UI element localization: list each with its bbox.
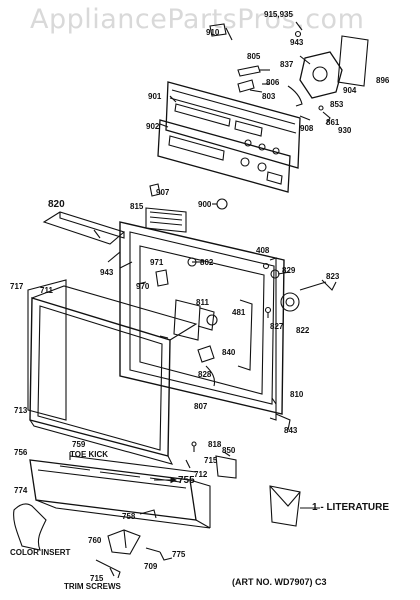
part-label-711: 711 — [40, 286, 53, 295]
part-label-806: 806 — [266, 78, 280, 87]
part-label-760: 760 — [88, 536, 102, 545]
part-label-811: 811 — [196, 298, 209, 307]
part-label-910: 910 — [206, 28, 220, 37]
literature-caption: 1 - LITERATURE — [312, 502, 390, 513]
part-label-709: 709 — [144, 562, 158, 571]
literature-envelope — [269, 485, 320, 527]
part-label-827: 827 — [270, 322, 284, 331]
part-label-823: 823 — [326, 272, 340, 281]
part-label-861: 861 — [326, 118, 340, 127]
part-label-805: 805 — [247, 52, 261, 61]
part-label-915-935: 915,935 — [264, 10, 293, 19]
part-label-850: 850 — [222, 446, 236, 455]
part-label-807: 807 — [194, 402, 208, 411]
part-label-481: 481 — [232, 308, 246, 317]
part-label-802: 802 — [200, 258, 214, 267]
part-label-755: 755 — [178, 475, 195, 486]
art-number-caption: (ART NO. WD7907) C3 — [232, 577, 327, 587]
part-label-715-mid: 715 — [204, 456, 218, 465]
part-label-803: 803 — [262, 92, 276, 101]
part-label-818: 818 — [208, 440, 222, 449]
part-label-904: 904 — [343, 86, 357, 95]
watermark: AppliancePartsPros.com — [30, 4, 365, 35]
part-label-900: 900 — [198, 200, 212, 209]
part-label-943-mid: 943 — [100, 268, 114, 277]
part-label-815: 815 — [130, 202, 144, 211]
part-label-901: 901 — [148, 92, 162, 101]
trim-strip — [42, 183, 228, 285]
part-label-843: 843 — [284, 426, 298, 435]
part-label-820: 820 — [48, 199, 65, 210]
part-label-759: 759 — [72, 440, 86, 449]
color-insert-panel — [13, 503, 47, 551]
outer-door-panel — [27, 279, 198, 465]
part-label-756: 756 — [14, 448, 28, 457]
trim-screws-caption: TRIM SCREWS — [64, 582, 121, 591]
part-label-774: 774 — [14, 486, 28, 495]
part-label-717: 717 — [10, 282, 24, 291]
toe-kick-assembly — [29, 441, 237, 579]
part-label-970: 970 — [136, 282, 150, 291]
part-label-829: 829 — [282, 266, 296, 275]
part-label-758: 758 — [122, 512, 136, 521]
part-label-715-bot: 715 — [90, 574, 104, 583]
part-label-902: 902 — [146, 122, 160, 131]
part-label-853: 853 — [330, 100, 344, 109]
door-liner — [119, 207, 291, 431]
part-label-713: 713 — [14, 406, 28, 415]
part-label-908: 908 — [300, 124, 314, 133]
door-spring-parts — [262, 262, 337, 405]
part-label-930: 930 — [338, 126, 352, 135]
part-label-837: 837 — [280, 60, 294, 69]
part-label-775: 775 — [172, 550, 186, 559]
part-label-828: 828 — [198, 370, 212, 379]
part-label-943-top: 943 — [290, 38, 304, 47]
control-panel-assembly — [157, 21, 369, 193]
part-label-840: 840 — [222, 348, 236, 357]
part-label-408: 408 — [256, 246, 270, 255]
part-label-810: 810 — [290, 390, 304, 399]
toe-kick-caption: TOE KICK — [70, 450, 109, 459]
part-label-822: 822 — [296, 326, 310, 335]
part-label-896: 896 — [376, 76, 390, 85]
color-insert-caption: COLOR INSERT — [10, 548, 71, 557]
part-label-907: 907 — [156, 188, 170, 197]
part-label-712: 712 — [194, 470, 208, 479]
part-label-971: 971 — [150, 258, 164, 267]
